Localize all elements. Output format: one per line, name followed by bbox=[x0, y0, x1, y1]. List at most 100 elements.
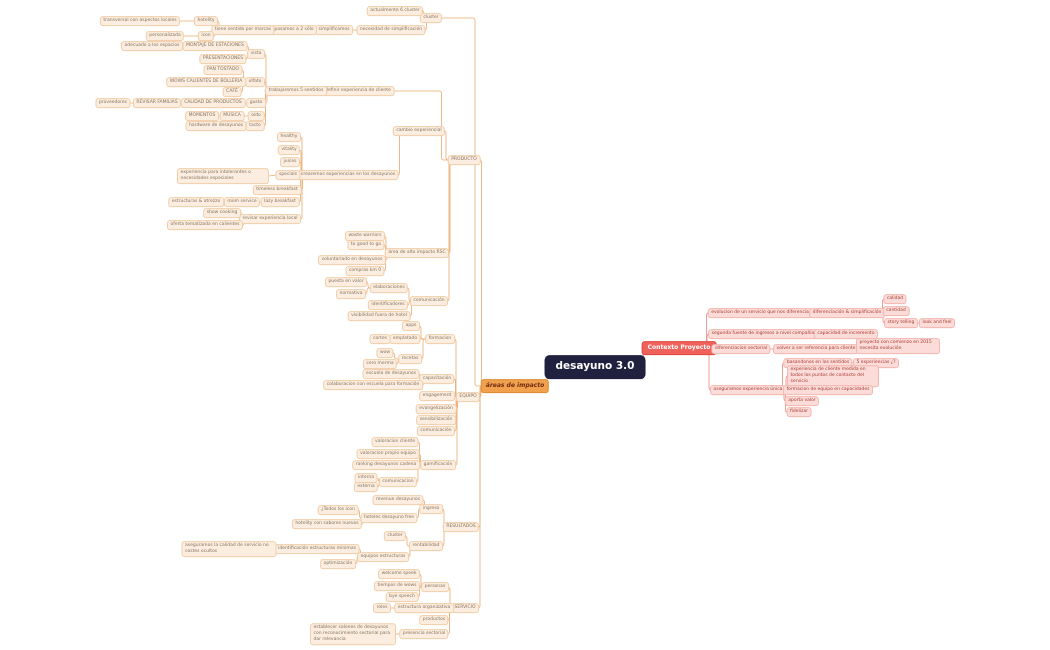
mindmap-node-contexto[interactable]: Contexto Proyecto bbox=[641, 341, 717, 355]
mindmap-node-valcliente[interactable]: valoracion cliente bbox=[371, 437, 419, 447]
mindmap-node-colaboracion[interactable]: colaboracion con escuela para formación bbox=[323, 380, 423, 390]
mindmap-node-timeless[interactable]: timeless breakfast bbox=[252, 185, 302, 195]
mindmap-node-normativa[interactable]: normativa bbox=[336, 289, 366, 299]
mindmap-node-equipest[interactable]: equipos estructuras bbox=[357, 552, 409, 562]
mindmap-node-cluster_top[interactable]: cluster bbox=[419, 13, 443, 23]
mindmap-node-ranking[interactable]: ranking desayunos cadena bbox=[352, 460, 420, 470]
mindmap-node-vista[interactable]: vista bbox=[247, 49, 265, 59]
mindmap-node-story[interactable]: story telling bbox=[884, 318, 918, 328]
mindmap-node-elaboraciones[interactable]: elaboraciones bbox=[369, 283, 409, 293]
mindmap-node-wow[interactable]: wow bbox=[376, 348, 394, 358]
mindmap-node-segunda[interactable]: segunda fuente de ingresos a nivel compa… bbox=[708, 329, 818, 339]
mindmap-node-icon[interactable]: icon bbox=[197, 31, 215, 41]
mindmap-node-proveedores[interactable]: proveedores bbox=[95, 98, 131, 108]
mindmap-node-establecer[interactable]: establecer salones de desayunos con reco… bbox=[310, 623, 396, 645]
mindmap-node-calidad_r[interactable]: calidad bbox=[883, 294, 907, 304]
mindmap-node-resultados[interactable]: RESULTADOS bbox=[442, 522, 480, 532]
mindmap-node-oido[interactable]: oído bbox=[247, 111, 265, 121]
mindmap-node-desayuno[interactable]: desayuno 3.0 bbox=[544, 355, 646, 379]
mindmap-node-cantidad[interactable]: cantidad bbox=[882, 306, 910, 316]
mindmap-node-optimizacion[interactable]: optimización bbox=[320, 559, 356, 569]
mindmap-node-tacto[interactable]: tacto bbox=[245, 121, 265, 131]
mindmap-node-welcome[interactable]: welcome speek bbox=[378, 569, 420, 579]
mindmap-node-evolucion[interactable]: evolucion de un servicio que nos diferen… bbox=[707, 308, 813, 318]
mindmap-node-sensibilizacion[interactable]: sensibilización bbox=[416, 415, 456, 425]
mindmap-node-comun3[interactable]: comunicacion bbox=[378, 477, 418, 487]
mindmap-node-olfato[interactable]: olfato bbox=[245, 77, 265, 87]
mindmap-node-vitality[interactable]: vitality bbox=[277, 145, 301, 155]
mindmap-node-asegcal[interactable]: aseguramos la calidad de servicio no cos… bbox=[181, 541, 277, 557]
mindmap-node-necsimp[interactable]: necesidad de simplificación bbox=[356, 25, 426, 35]
mindmap-node-act6[interactable]: actualmente 6 cluster bbox=[366, 6, 424, 16]
mindmap-node-asegexp[interactable]: aseguramos experiencia única bbox=[710, 385, 786, 395]
mindmap-node-hotelity[interactable]: hotelity bbox=[193, 16, 219, 26]
mindmap-node-revenue[interactable]: revenue desayunos bbox=[372, 495, 424, 505]
mindmap-node-pasamos[interactable]: pasamos a 2 sólo bbox=[270, 25, 318, 35]
mindmap-node-aporta[interactable]: aporta valor bbox=[784, 396, 820, 406]
mindmap-node-expint[interactable]: experiencia para intolerantes o necesida… bbox=[177, 168, 269, 184]
mindmap-node-apps[interactable]: apps bbox=[402, 321, 420, 331]
mindmap-node-visibilidad[interactable]: visibilidad fuera de hotel bbox=[347, 311, 411, 321]
mindmap-node-servicio[interactable]: SERVICIO bbox=[451, 603, 479, 613]
mindmap-node-capacitacion[interactable]: capacitación bbox=[419, 374, 455, 384]
mindmap-node-togood[interactable]: to good to go bbox=[347, 240, 385, 250]
mindmap-node-hardware[interactable]: hardware de desayunos bbox=[185, 121, 247, 131]
mindmap-node-voluntariado[interactable]: voluntariado en desayunos bbox=[317, 255, 387, 265]
mindmap-node-valequipo[interactable]: valoracion propio equipo bbox=[356, 449, 420, 459]
mindmap-node-capincr[interactable]: capacidad de incremento bbox=[813, 329, 879, 339]
mindmap-node-atrezzo[interactable]: estructuras & atrezzo bbox=[168, 197, 224, 207]
mindmap-node-lookfeel[interactable]: look and feel bbox=[918, 318, 956, 328]
mindmap-node-healthy[interactable]: healthy bbox=[277, 132, 301, 142]
mindmap-node-hotelesfree[interactable]: hoteles desayuno free bbox=[360, 513, 418, 523]
mindmap-node-difsimp[interactable]: diferenciación & simplificación bbox=[809, 308, 885, 318]
mindmap-node-ingreso[interactable]: ingreso bbox=[419, 504, 443, 514]
mindmap-node-engagement[interactable]: engagement bbox=[419, 391, 455, 401]
mindmap-node-evangelizacion[interactable]: evangelización bbox=[415, 404, 457, 414]
mindmap-node-externa[interactable]: externa bbox=[353, 482, 379, 492]
mindmap-node-pantostado[interactable]: PAN TOSTADO bbox=[203, 65, 243, 75]
mindmap-node-expcliente[interactable]: experiencia de cliente medida en todos l… bbox=[787, 365, 879, 387]
mindmap-node-fidelizar[interactable]: fidelizar bbox=[786, 407, 812, 417]
mindmap-node-equipo[interactable]: EQUIPO bbox=[455, 392, 481, 402]
mindmap-node-presencia[interactable]: presencia sectorial bbox=[399, 629, 449, 639]
mindmap-node-room[interactable]: room service bbox=[223, 197, 261, 207]
mindmap-node-compras[interactable]: compras km 0 bbox=[345, 266, 385, 276]
mindmap-node-gamificacion[interactable]: gamificación bbox=[420, 460, 456, 470]
mindmap-node-identif[interactable]: identificación estructuras minimas bbox=[274, 544, 360, 554]
mindmap-node-juices[interactable]: juices bbox=[280, 157, 300, 167]
mindmap-node-lazy[interactable]: lazy breakfast bbox=[260, 197, 300, 207]
mindmap-node-transversal[interactable]: transversal con aspectos locales bbox=[99, 16, 181, 26]
mindmap-node-cluster2[interactable]: cluster bbox=[383, 531, 407, 541]
mindmap-node-musica[interactable]: MÚSICA bbox=[219, 111, 245, 121]
mindmap-node-calidadprod[interactable]: CALIDAD DE PRODUCTOS bbox=[180, 98, 246, 108]
mindmap-node-producto[interactable]: PRODUCTO bbox=[447, 155, 481, 165]
mindmap-node-rentabilidad[interactable]: rentabilidad bbox=[409, 541, 443, 551]
mindmap-node-roles[interactable]: roles bbox=[373, 603, 391, 613]
mindmap-node-comun2[interactable]: comunicación bbox=[416, 426, 456, 436]
mindmap-node-puesta[interactable]: puesta en valor bbox=[324, 277, 368, 287]
mindmap-node-productos[interactable]: productos bbox=[419, 615, 449, 625]
mindmap-node-ceromerma[interactable]: cero merma bbox=[362, 359, 398, 369]
mindmap-node-montaje[interactable]: MONTAJE DE ESTACIONES bbox=[182, 41, 248, 51]
mindmap-node-proyecto[interactable]: proyecto con comienzo en 2015 necesita e… bbox=[856, 338, 940, 354]
mindmap-node-wowscal[interactable]: WOWS CALIENTES DE BOLLERIA bbox=[166, 77, 246, 87]
mindmap-node-personas[interactable]: personas bbox=[421, 582, 449, 592]
mindmap-node-revisarfam[interactable]: REVISAR FAMILIAS bbox=[132, 98, 182, 108]
mindmap-node-cafe[interactable]: CAFÉ bbox=[222, 87, 242, 97]
mindmap-node-personalizada[interactable]: personalizada bbox=[145, 31, 185, 41]
mindmap-node-emplatado[interactable]: emplatado bbox=[389, 334, 421, 344]
mindmap-node-momentos[interactable]: MOMENTOS bbox=[185, 111, 219, 121]
mindmap-node-formequipo[interactable]: formacion de equipo en capacidades bbox=[782, 385, 874, 395]
mindmap-node-sabores[interactable]: hotelity con sabores nuevos bbox=[291, 519, 363, 529]
mindmap-node-rsc[interactable]: área de alto impacto RSC bbox=[384, 248, 450, 258]
mindmap-node-areas[interactable]: áreas de impacto bbox=[480, 379, 550, 393]
mindmap-node-cambioexp[interactable]: cambio experiencial bbox=[392, 126, 446, 136]
mindmap-node-gusto[interactable]: gusto bbox=[246, 98, 266, 108]
mindmap-node-oferta[interactable]: oferta tematizada en calientes bbox=[166, 220, 244, 230]
mindmap-node-trab5[interactable]: trabajaremos 5 sentidos bbox=[265, 86, 327, 96]
mindmap-node-escuela[interactable]: escuela de desayunos bbox=[362, 369, 420, 379]
mindmap-node-simplificamos[interactable]: simplificamos bbox=[315, 25, 353, 35]
mindmap-node-presentaciones[interactable]: PRESENTACIONES bbox=[199, 54, 247, 64]
mindmap-node-difsect[interactable]: diferenciacion sectorial bbox=[711, 344, 771, 354]
mindmap-node-todosicon[interactable]: ¿Todos los icon bbox=[317, 505, 359, 515]
